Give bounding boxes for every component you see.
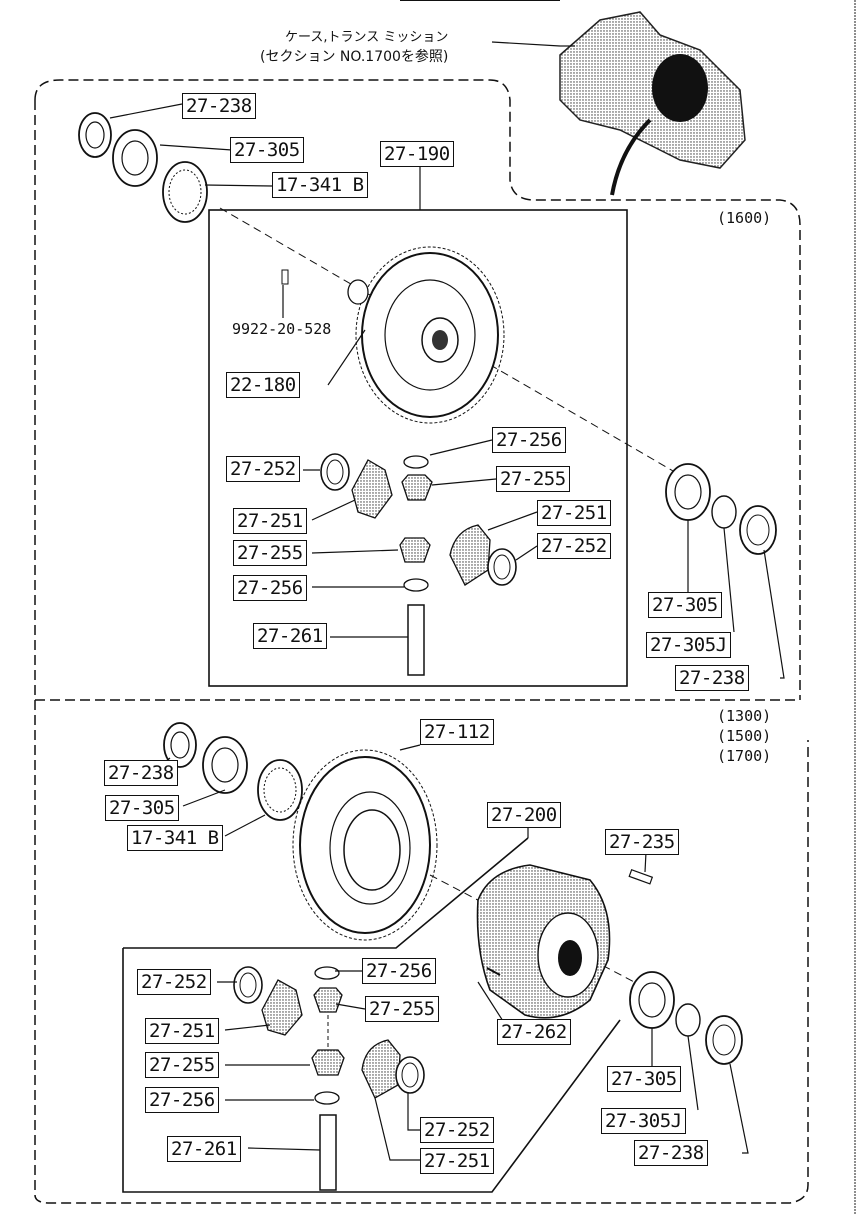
part-label[interactable]: 27-261 <box>253 623 327 649</box>
part-label[interactable]: 27-305J <box>646 632 731 658</box>
part-label[interactable]: 27-235 <box>605 829 679 855</box>
part-label[interactable]: 27-200 <box>487 802 561 828</box>
part-label[interactable]: 27-238 <box>634 1140 708 1166</box>
part-label[interactable]: 27-251 <box>537 500 611 526</box>
differential-case-illustration <box>476 864 611 1019</box>
part-label[interactable]: 22-180 <box>226 372 300 398</box>
part-label[interactable]: 27-256 <box>233 575 307 601</box>
variant-label-1300: (1300) <box>717 707 772 725</box>
lower-right-bearings <box>629 971 743 1065</box>
part-label[interactable]: 27-256 <box>145 1087 219 1113</box>
upper-differential-gears <box>320 453 517 676</box>
upper-bearing-illustrations <box>78 112 208 223</box>
part-label[interactable]: 27-255 <box>145 1052 219 1078</box>
part-label[interactable]: 27-305 <box>607 1066 681 1092</box>
part-label[interactable]: 27-255 <box>496 466 570 492</box>
part-label[interactable]: 27-252 <box>420 1117 494 1143</box>
upper-right-bearings <box>665 463 777 555</box>
part-label[interactable]: 27-255 <box>365 996 439 1022</box>
part-number-text[interactable]: 9922-20-528 <box>232 320 332 338</box>
part-label[interactable]: 27-305 <box>648 592 722 618</box>
lower-ring-gear <box>292 749 438 941</box>
part-label[interactable]: 27-252 <box>137 969 211 995</box>
upper-assembly-box <box>208 209 628 687</box>
part-label[interactable]: 27-190 <box>380 141 454 167</box>
part-label[interactable]: 27-238 <box>675 665 749 691</box>
part-label[interactable]: 27-255 <box>233 540 307 566</box>
part-label[interactable]: 27-252 <box>226 456 300 482</box>
upper-section-outline <box>34 79 801 700</box>
part-label[interactable]: 27-261 <box>167 1136 241 1162</box>
lower-differential-gears <box>233 966 425 1191</box>
case-reference-line2: (セクション NO.1700を参照) <box>260 49 449 65</box>
part-label[interactable]: 17-341 B <box>272 172 368 198</box>
part-label[interactable]: 27-305J <box>601 1108 686 1134</box>
part-label[interactable]: 27-305 <box>230 137 304 163</box>
variant-label-1500: (1500) <box>717 727 772 745</box>
part-label[interactable]: 27-251 <box>420 1148 494 1174</box>
transmission-case-illustration <box>559 11 746 196</box>
part-label[interactable]: 27-238 <box>182 93 256 119</box>
part-label[interactable]: 17-341 B <box>127 825 223 851</box>
part-label[interactable]: 27-256 <box>362 958 436 984</box>
part-label[interactable]: 27-238 <box>104 760 178 786</box>
part-label[interactable]: 27-256 <box>492 427 566 453</box>
case-reference-line1: ケース,トランス ミッション <box>285 30 449 45</box>
part-label[interactable]: 27-112 <box>420 719 494 745</box>
part-label[interactable]: 27-251 <box>233 508 307 534</box>
upper-ring-gear <box>347 246 505 424</box>
variant-label-1600: (1600) <box>717 209 772 227</box>
part-label[interactable]: 27-252 <box>537 533 611 559</box>
part-label[interactable]: 27-251 <box>145 1018 219 1044</box>
part-label[interactable]: 27-305 <box>105 795 179 821</box>
variant-label-1700: (1700) <box>717 747 772 765</box>
part-label[interactable]: 27-262 <box>497 1019 571 1045</box>
lower-bearing-illustrations <box>163 722 303 821</box>
